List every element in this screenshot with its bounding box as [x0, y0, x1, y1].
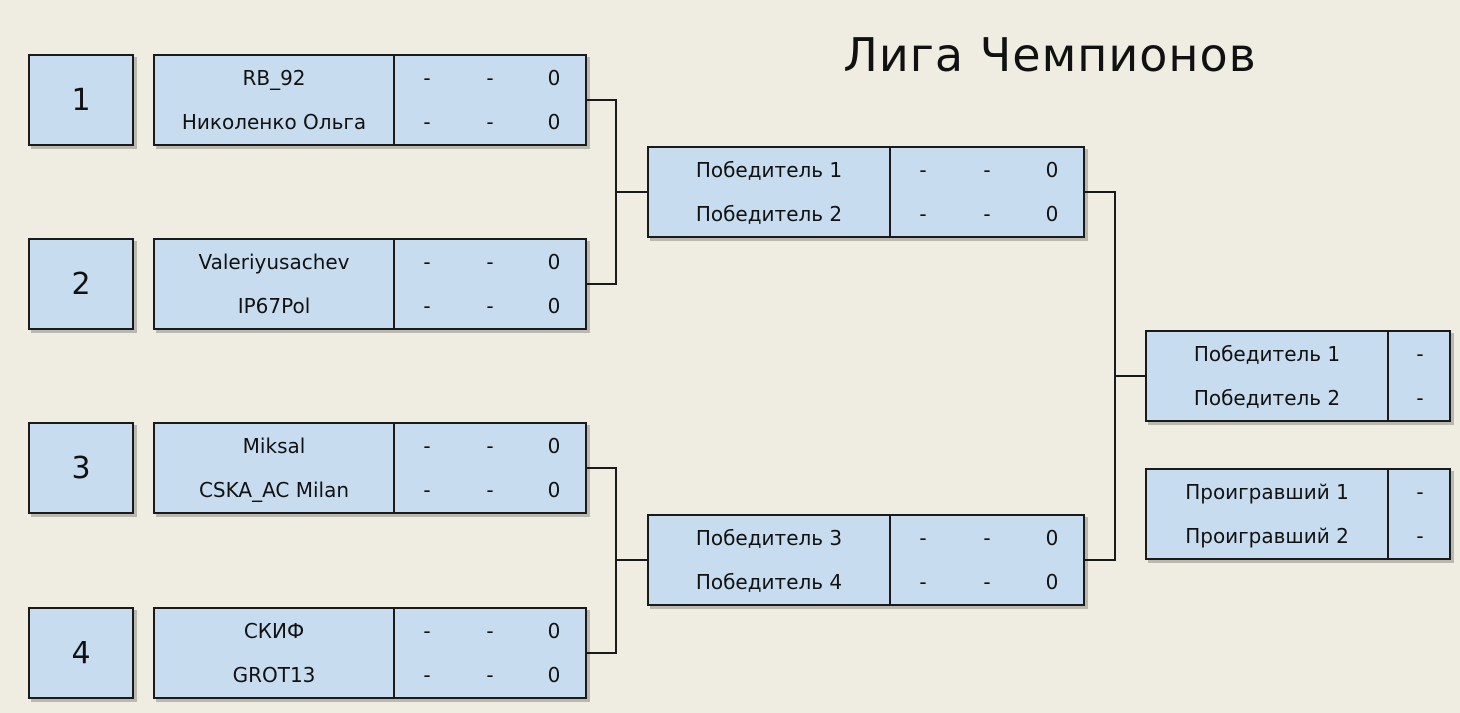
- score-set-2: -: [486, 250, 494, 274]
- score-total: 0: [547, 663, 561, 687]
- score-total: -: [1416, 342, 1424, 366]
- match-row: Miksal - - 0: [155, 424, 587, 468]
- score-total: 0: [1045, 202, 1059, 226]
- match-row: IP67Pol - - 0: [155, 284, 587, 328]
- player-name: Победитель 1: [649, 148, 891, 192]
- score-set-2: -: [486, 434, 494, 458]
- player-name: Николенко Ольга: [155, 100, 395, 144]
- player-name: CSKA_AC Milan: [155, 468, 395, 512]
- score-total: 0: [547, 250, 561, 274]
- match-row: CSKA_AC Milan - - 0: [155, 468, 587, 512]
- match-row: Проигравший 1 -: [1147, 470, 1451, 514]
- score-total: -: [1416, 480, 1424, 504]
- semifinal-match-1: Победитель 1 - - 0 Победитель 2 - - 0: [647, 146, 1085, 238]
- player-name: Победитель 2: [649, 192, 891, 236]
- score-set-1: -: [423, 434, 431, 458]
- match-row: Победитель 2 - - 0: [649, 192, 1085, 236]
- player-name: Победитель 1: [1147, 332, 1389, 376]
- connector-r1-bottom: [587, 467, 647, 654]
- score-total: 0: [1045, 526, 1059, 550]
- score-total: 0: [547, 110, 561, 134]
- score-set-1: -: [423, 66, 431, 90]
- score-set-1: -: [423, 110, 431, 134]
- score-total: 0: [547, 619, 561, 643]
- player-name: Победитель 2: [1147, 376, 1389, 420]
- score-total: 0: [547, 66, 561, 90]
- score-set-2: -: [486, 663, 494, 687]
- match-row: Николенко Ольга - - 0: [155, 100, 587, 144]
- seed-box-1: 1: [28, 54, 134, 146]
- round1-match-2: Valeriyusachev - - 0 IP67Pol - - 0: [153, 238, 587, 330]
- semifinal-match-2: Победитель 3 - - 0 Победитель 4 - - 0: [647, 514, 1085, 606]
- connector-semis: [1085, 191, 1145, 561]
- seed-box-2: 2: [28, 238, 134, 330]
- score-set-1: -: [423, 294, 431, 318]
- match-row: Проигравший 2 -: [1147, 514, 1451, 558]
- score-set-2: -: [486, 110, 494, 134]
- round1-match-3: Miksal - - 0 CSKA_AC Milan - - 0: [153, 422, 587, 514]
- bracket-title: Лига Чемпионов: [843, 28, 1257, 82]
- score-set-1: -: [919, 158, 927, 182]
- match-row: СКИФ - - 0: [155, 609, 587, 653]
- player-name: Проигравший 2: [1147, 514, 1389, 558]
- score-set-2: -: [983, 570, 991, 594]
- score-set-2: -: [486, 478, 494, 502]
- player-name: Победитель 4: [649, 560, 891, 604]
- match-row: Победитель 3 - - 0: [649, 516, 1085, 560]
- player-name: СКИФ: [155, 609, 395, 653]
- match-row: Победитель 2 -: [1147, 376, 1451, 420]
- score-set-1: -: [423, 478, 431, 502]
- seed-box-3: 3: [28, 422, 134, 514]
- round1-match-4: СКИФ - - 0 GROT13 - - 0: [153, 607, 587, 699]
- score-set-1: -: [919, 570, 927, 594]
- score-set-2: -: [486, 294, 494, 318]
- score-total: -: [1416, 386, 1424, 410]
- score-set-2: -: [983, 202, 991, 226]
- score-total: -: [1416, 524, 1424, 548]
- score-total: 0: [547, 478, 561, 502]
- third-place-match: Проигравший 1 - Проигравший 2 -: [1145, 468, 1451, 560]
- player-name: Valeriyusachev: [155, 240, 395, 284]
- score-set-1: -: [423, 663, 431, 687]
- score-set-1: -: [919, 202, 927, 226]
- connector-r1-top: [587, 99, 647, 285]
- match-row: Победитель 1 -: [1147, 332, 1451, 376]
- score-set-2: -: [486, 66, 494, 90]
- score-set-2: -: [486, 619, 494, 643]
- player-name: IP67Pol: [155, 284, 395, 328]
- score-total: 0: [1045, 158, 1059, 182]
- score-total: 0: [547, 434, 561, 458]
- player-name: Победитель 3: [649, 516, 891, 560]
- match-row: Valeriyusachev - - 0: [155, 240, 587, 284]
- player-name: GROT13: [155, 653, 395, 697]
- match-row: RB_92 - - 0: [155, 56, 587, 100]
- final-match: Победитель 1 - Победитель 2 -: [1145, 330, 1451, 422]
- player-name: Проигравший 1: [1147, 470, 1389, 514]
- round1-match-1: RB_92 - - 0 Николенко Ольга - - 0: [153, 54, 587, 146]
- player-name: Miksal: [155, 424, 395, 468]
- score-set-1: -: [423, 619, 431, 643]
- score-set-2: -: [983, 158, 991, 182]
- score-set-1: -: [423, 250, 431, 274]
- score-total: 0: [547, 294, 561, 318]
- match-row: GROT13 - - 0: [155, 653, 587, 697]
- score-total: 0: [1045, 570, 1059, 594]
- match-row: Победитель 1 - - 0: [649, 148, 1085, 192]
- score-set-1: -: [919, 526, 927, 550]
- match-row: Победитель 4 - - 0: [649, 560, 1085, 604]
- seed-box-4: 4: [28, 607, 134, 699]
- score-set-2: -: [983, 526, 991, 550]
- player-name: RB_92: [155, 56, 395, 100]
